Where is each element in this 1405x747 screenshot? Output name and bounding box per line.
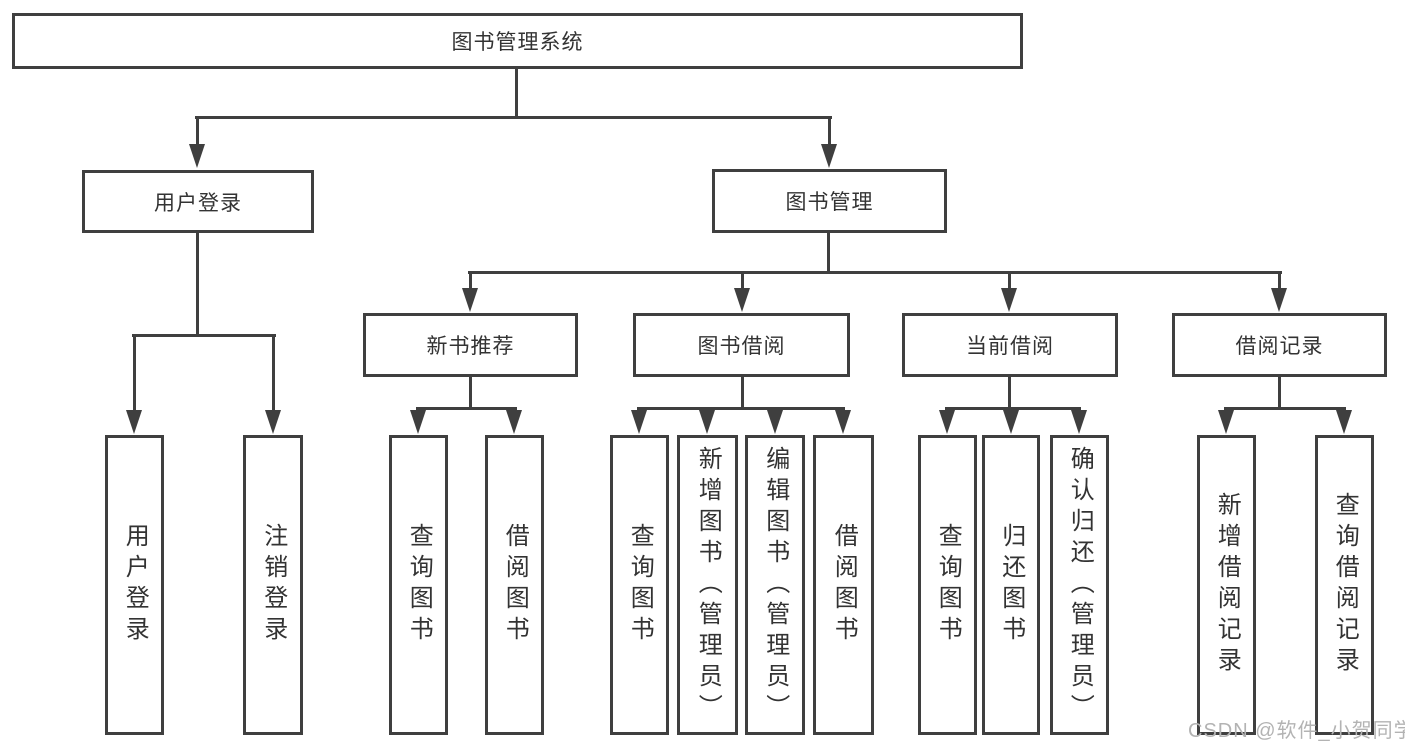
connector-line: [1008, 271, 1011, 291]
node-label: 当前借阅: [966, 335, 1054, 358]
connector-line: [741, 271, 744, 291]
connector-line: [1224, 407, 1346, 410]
node-user-login: 用户登录: [82, 170, 314, 233]
node-label: 借阅图书: [501, 523, 529, 647]
arrow-down-icon: [410, 410, 426, 434]
node-label: 查询图书: [934, 523, 962, 647]
leaf-borrow-books-recommend: 借阅图书: [485, 435, 544, 735]
connector-line: [196, 232, 199, 336]
connector-line: [1278, 375, 1281, 409]
arrow-down-icon: [1218, 410, 1234, 434]
node-current-borrowing: 当前借阅: [902, 313, 1118, 377]
connector-line: [827, 232, 830, 273]
arrow-down-icon: [1336, 410, 1352, 434]
node-label: 查询图书: [405, 523, 433, 647]
node-label: 用户登录: [121, 523, 149, 647]
node-label: 查询借阅记录: [1331, 492, 1359, 678]
node-label: 借阅记录: [1235, 335, 1324, 358]
connector-line: [196, 116, 199, 148]
node-new-book-recommend: 新书推荐: [363, 313, 578, 377]
arrow-down-icon: [699, 410, 715, 434]
leaf-add-book-admin: 新增图书（管理员）: [677, 435, 738, 735]
connector-line: [133, 334, 136, 412]
connector-line: [945, 407, 1081, 410]
node-label: 编辑图书（管理员）: [761, 445, 789, 725]
arrow-down-icon: [631, 410, 647, 434]
leaf-query-borrow-record: 查询借阅记录: [1315, 435, 1374, 735]
node-label: 查询图书: [626, 523, 654, 647]
node-label: 归还图书: [997, 523, 1025, 647]
arrow-down-icon: [1003, 410, 1019, 434]
node-label: 新书推荐: [426, 335, 515, 358]
connector-line: [132, 334, 276, 337]
arrow-down-icon: [265, 410, 281, 434]
arrow-down-icon: [734, 288, 750, 312]
leaf-return-book: 归还图书: [982, 435, 1040, 735]
connector-line: [468, 271, 1282, 274]
node-library-management-system: 图书管理系统: [12, 13, 1023, 69]
node-borrowing-records: 借阅记录: [1172, 313, 1387, 377]
leaf-user-login: 用户登录: [105, 435, 164, 735]
connector-line: [741, 375, 744, 409]
arrow-down-icon: [1071, 410, 1087, 434]
leaf-borrow-books-borrowing: 借阅图书: [813, 435, 874, 735]
connector-line: [469, 375, 472, 409]
arrow-down-icon: [462, 288, 478, 312]
leaf-edit-book-admin: 编辑图书（管理员）: [745, 435, 805, 735]
arrow-down-icon: [126, 410, 142, 434]
connector-line: [1008, 375, 1011, 409]
leaf-confirm-return-admin: 确认归还（管理员）: [1050, 435, 1109, 735]
node-label: 确认归还（管理员）: [1066, 445, 1094, 725]
node-label: 注销登录: [259, 523, 287, 647]
connector-line: [637, 407, 845, 410]
connector-line: [272, 334, 275, 412]
arrow-down-icon: [506, 410, 522, 434]
arrow-down-icon: [939, 410, 955, 434]
leaf-query-books-current: 查询图书: [918, 435, 977, 735]
leaf-add-borrow-record: 新增借阅记录: [1197, 435, 1256, 735]
arrow-down-icon: [767, 410, 783, 434]
connector-line: [469, 271, 472, 291]
arrow-down-icon: [1001, 288, 1017, 312]
node-label: 新增借阅记录: [1213, 492, 1241, 678]
connector-line: [515, 69, 518, 118]
connector-line: [195, 116, 832, 119]
arrow-down-icon: [189, 144, 205, 168]
arrow-down-icon: [821, 144, 837, 168]
connector-line: [828, 116, 831, 148]
watermark-text: CSDN @软件_小贺同学: [1188, 720, 1405, 742]
connector-line: [1278, 271, 1281, 291]
leaf-logout: 注销登录: [243, 435, 303, 735]
arrow-down-icon: [835, 410, 851, 434]
node-label: 图书管理系统: [451, 31, 584, 54]
arrow-down-icon: [1271, 288, 1287, 312]
node-book-management: 图书管理: [712, 169, 947, 233]
leaf-query-books-borrowing: 查询图书: [610, 435, 669, 735]
node-book-borrowing: 图书借阅: [633, 313, 850, 377]
node-label: 新增图书（管理员）: [694, 445, 722, 725]
connector-line: [416, 407, 517, 410]
node-label: 借阅图书: [830, 523, 858, 647]
node-label: 用户登录: [154, 191, 242, 215]
leaf-query-books-recommend: 查询图书: [389, 435, 448, 735]
node-label: 图书借阅: [697, 335, 786, 358]
node-label: 图书管理: [785, 191, 874, 214]
